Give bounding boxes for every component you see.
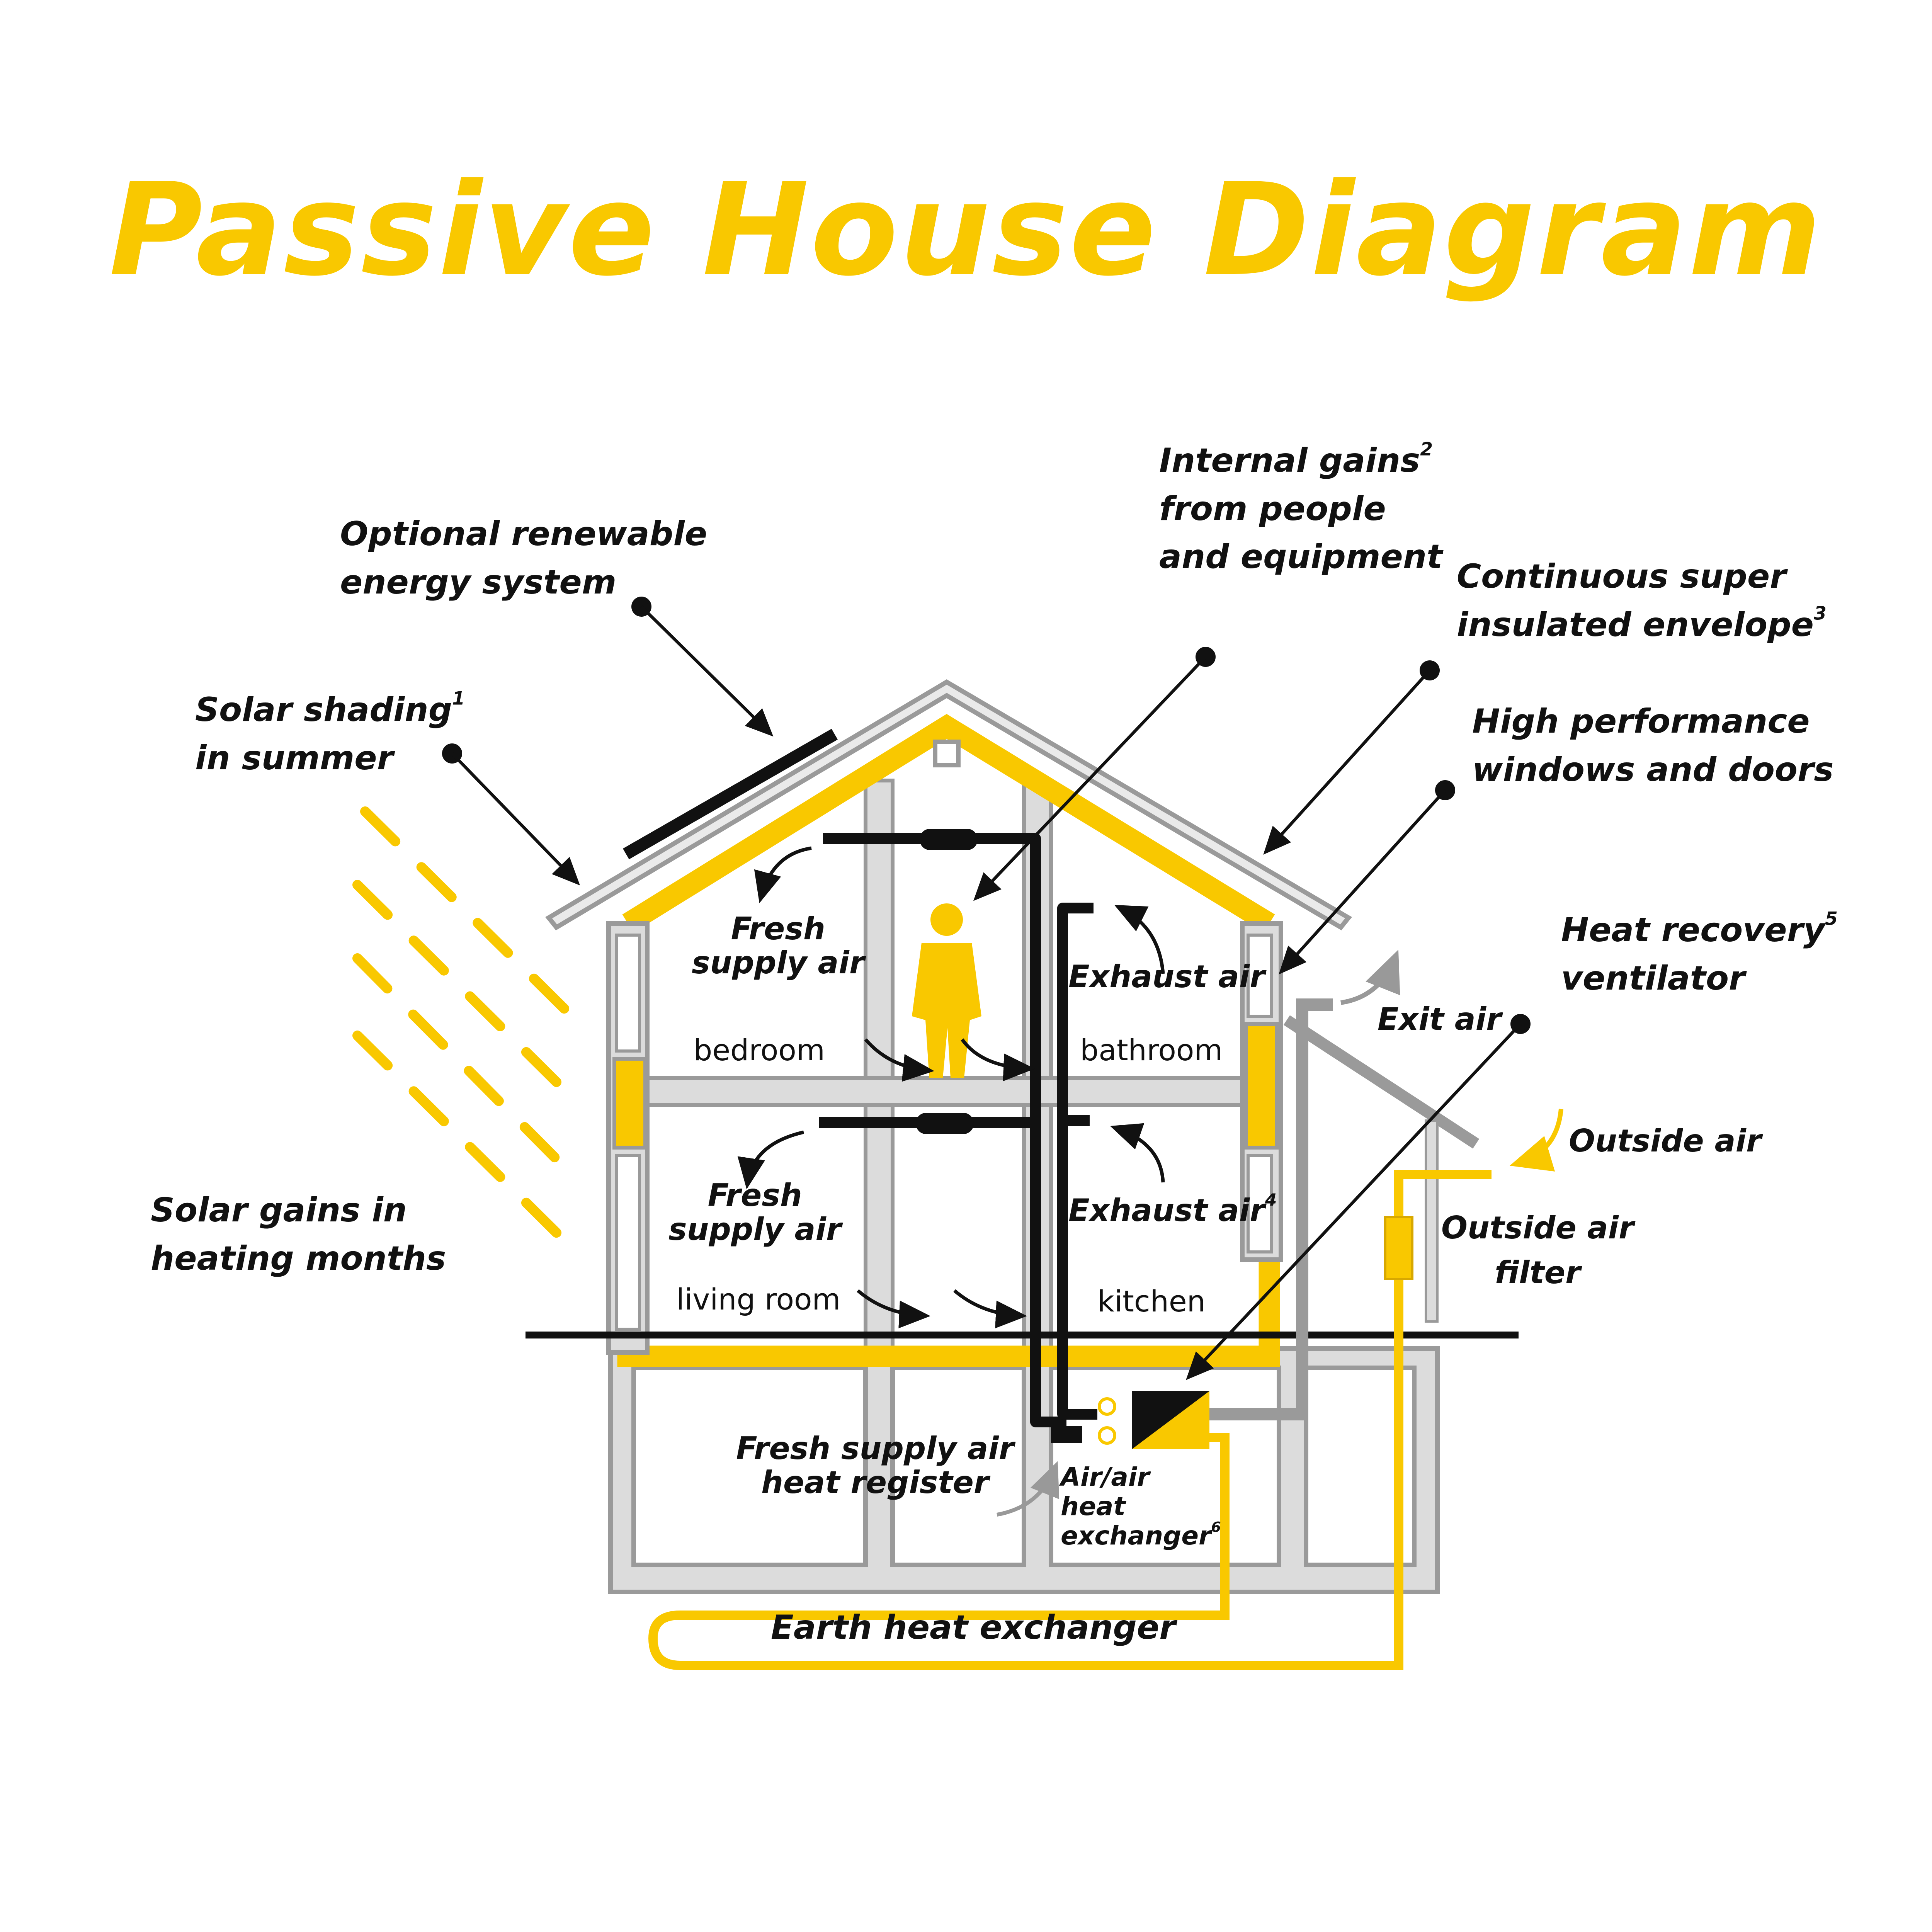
- exit-air-label: Exit air: [1378, 1001, 1502, 1037]
- basement-frame: [608, 1346, 1440, 1594]
- solar-panel: [623, 729, 838, 859]
- solar-shading-line-2: in summer: [195, 738, 394, 777]
- page-title: Passive House Diagram: [109, 156, 1823, 304]
- roof-vent: [933, 740, 961, 767]
- envelope-line-2: insulated envelope3: [1457, 603, 1827, 644]
- side-canopy: [1283, 1015, 1480, 1323]
- register-line-1: Fresh supply air: [736, 1430, 1014, 1466]
- register-line-2: heat register: [761, 1464, 989, 1500]
- fresh-lower-line-2: supply air: [668, 1211, 842, 1247]
- person-icon: [912, 903, 981, 1078]
- solar-gains-line-1: Solar gains in: [151, 1191, 407, 1230]
- outside-air-arrow: [1510, 1109, 1563, 1172]
- fresh-supply-air-heat-register-label: Fresh supply air heat register: [736, 1432, 1014, 1500]
- earth-heat-exchanger-pipe: [648, 1170, 1492, 1670]
- renewable-energy-label: Optional renewable energy system: [340, 510, 707, 606]
- renewable-energy-line-1: Optional renewable: [340, 515, 707, 553]
- exit-air-duct: [1209, 998, 1333, 1420]
- room-living-room: living room: [676, 1282, 841, 1316]
- filter-line-1: Outside air: [1441, 1210, 1634, 1246]
- room-bathroom: bathroom: [1080, 1033, 1223, 1067]
- duct-dampers: [916, 829, 978, 1134]
- exchanger-line-2: heat: [1061, 1491, 1126, 1521]
- solar-rays: [352, 806, 573, 1242]
- exhaust-air-upper-label: Exhaust air: [1068, 959, 1265, 995]
- heat-recovery-label: Heat recovery5 ventilator: [1561, 906, 1838, 1002]
- fresh-upper-line-2: supply air: [692, 945, 865, 981]
- room-bedroom: bedroom: [694, 1033, 825, 1067]
- exchanger-line-3: exchanger6: [1061, 1519, 1221, 1551]
- room-kitchen: kitchen: [1097, 1284, 1206, 1318]
- exit-air-arrow: [1340, 949, 1400, 1005]
- airflow-arrows: [737, 846, 1165, 1328]
- internal-gains-line-3: and equipment: [1159, 537, 1443, 577]
- fresh-supply-air-upper-label: Fresh supply air: [692, 912, 864, 980]
- register-arrow: [997, 1461, 1060, 1517]
- solar-shading-label: Solar shading1 in summer: [195, 686, 465, 782]
- heat-recovery-line-1: Heat recovery5: [1561, 908, 1838, 949]
- solar-shading-line-1: Solar shading1: [195, 688, 465, 729]
- fresh-supply-air-lower-label: Fresh supply air: [668, 1179, 841, 1247]
- renewable-energy-line-2: energy system: [340, 563, 617, 602]
- solar-gains-label: Solar gains in heating months: [151, 1186, 446, 1282]
- filter-line-2: filter: [1495, 1255, 1581, 1291]
- earth-heat-exchanger-label: Earth heat exchanger: [771, 1608, 1176, 1647]
- exhaust-air-lower-label: Exhaust air4: [1068, 1190, 1277, 1228]
- internal-gains-label: Internal gains2 from people and equipmen…: [1159, 437, 1442, 581]
- fresh-lower-line-1: Fresh: [707, 1177, 802, 1213]
- outside-air-label: Outside air: [1569, 1123, 1762, 1159]
- outside-air-filter: [1384, 1216, 1413, 1280]
- windows-doors-label: High performance windows and doors: [1472, 697, 1833, 794]
- internal-gains-line-2: from people: [1159, 489, 1386, 528]
- envelope-line-1: Continuous super: [1457, 557, 1786, 596]
- heat-exchanger-unit: [1051, 1391, 1209, 1449]
- leader-lines: [442, 597, 1531, 1380]
- fresh-upper-line-1: Fresh: [731, 911, 825, 947]
- windows-line-2: windows and doors: [1472, 750, 1834, 789]
- solar-gains-line-2: heating months: [151, 1239, 446, 1278]
- walls: [606, 921, 1283, 1355]
- exchanger-line-1: Air/air: [1061, 1462, 1150, 1492]
- outside-air-filter-label: Outside air filter: [1441, 1206, 1634, 1295]
- windows-line-1: High performance: [1472, 702, 1810, 741]
- air-air-heat-exchanger-label: Air/air heat exchanger6: [1061, 1463, 1221, 1551]
- internal-gains-line-1: Internal gains2: [1159, 439, 1433, 480]
- roof-outline: [545, 679, 1352, 930]
- envelope-label: Continuous super insulated envelope3: [1457, 553, 1827, 649]
- heat-recovery-line-2: ventilator: [1561, 959, 1745, 998]
